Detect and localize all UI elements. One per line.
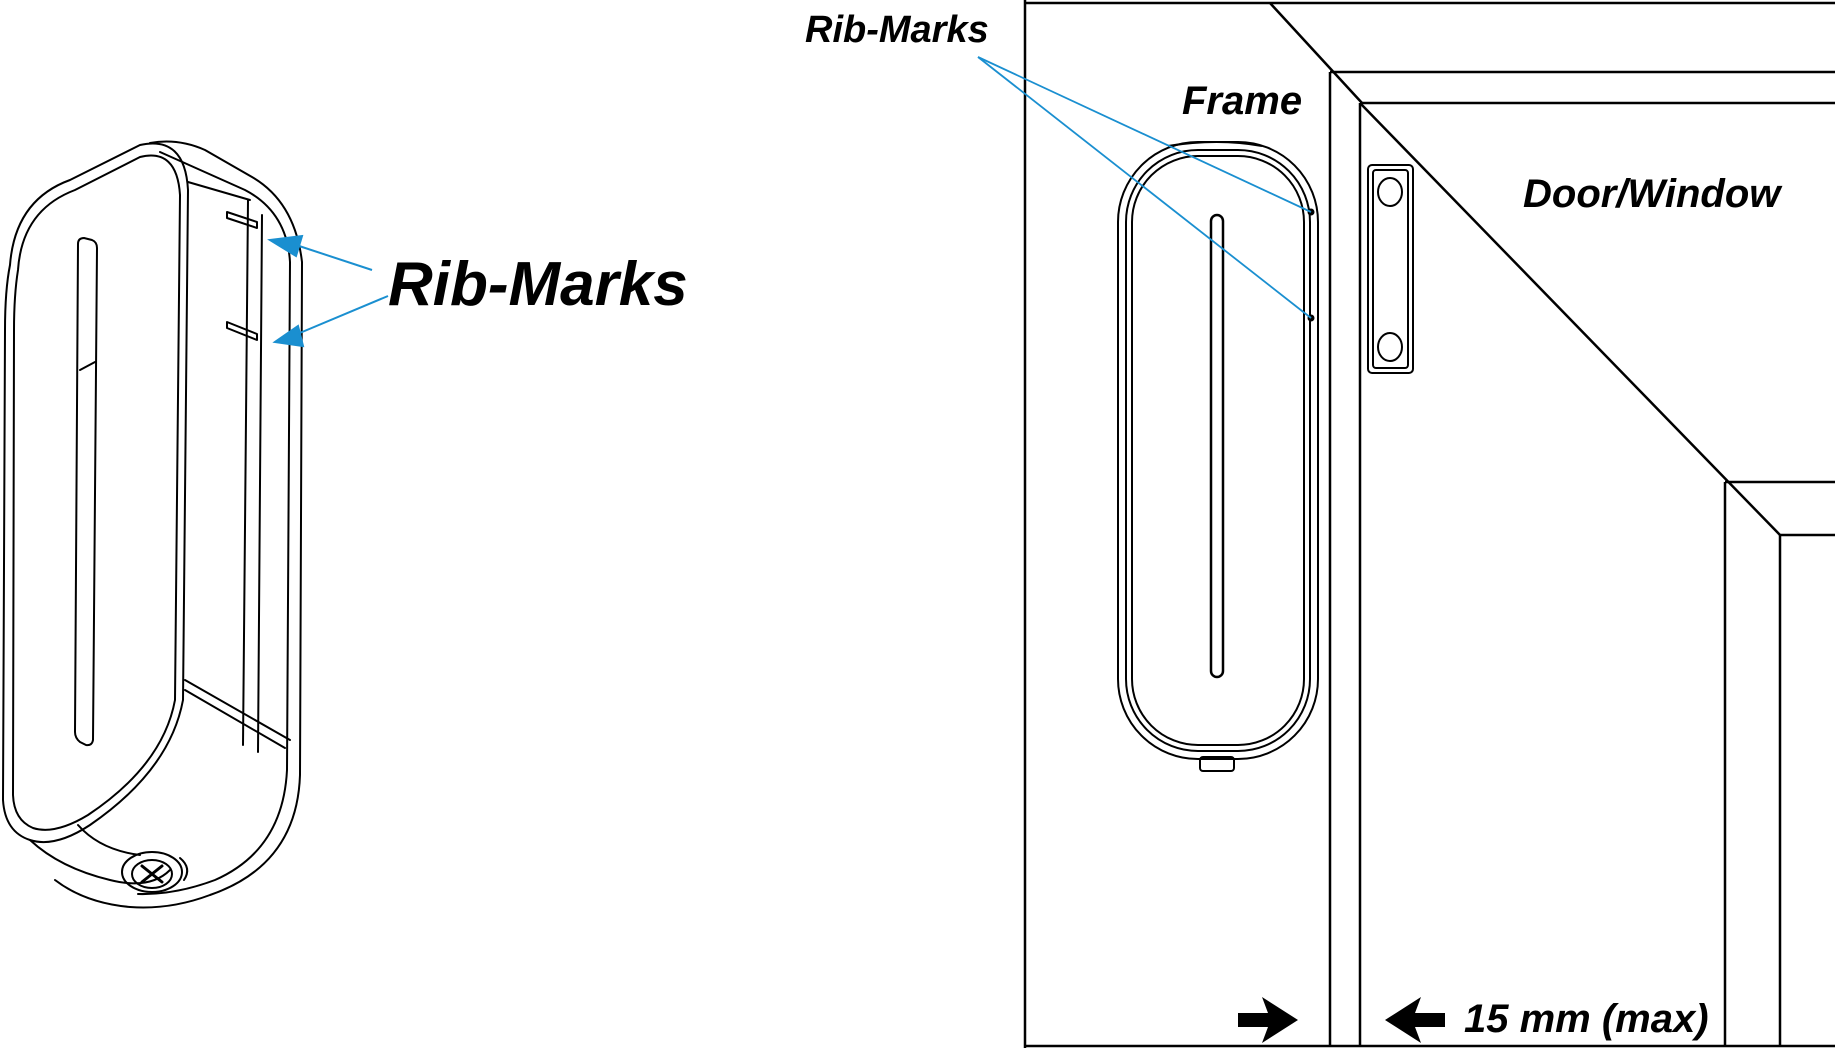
rib-mark-upper [226,211,258,229]
door-window-label: Door/Window [1523,172,1783,216]
arrow-left-icon [1385,997,1445,1043]
sensor-light-slot [1209,213,1225,679]
screw-icon [121,851,189,893]
sensor-back-shell [54,140,303,909]
sensor-body [1117,141,1319,760]
magnet-screw-hole-bottom [1377,332,1403,362]
frame-label: Frame [1182,79,1302,123]
gap-dimension [1238,997,1445,1043]
sensor-back-shell-inner [137,151,291,896]
sensor-front-face [2,142,189,844]
sensor-light-slot [74,237,98,747]
rib-marks-callout [267,234,389,348]
sensor-front-face-inner [12,154,181,831]
magnet-screw-hole-top [1377,177,1403,207]
rib-marks-callout-small [977,56,1312,319]
magnet [1367,164,1414,374]
sensor-bottom-tab [1199,756,1235,772]
sensor-front-view [1117,141,1319,772]
gap-max-label: 15 mm (max) [1464,997,1709,1041]
arrow-right-icon [1238,997,1298,1043]
rib-marks-label-small: Rib-Marks [805,9,989,51]
installation-view [1023,0,1835,1048]
sensor-perspective-view [2,140,303,909]
rib-mark-lower [226,321,258,341]
rib-marks-label-large: Rib-Marks [388,250,688,319]
